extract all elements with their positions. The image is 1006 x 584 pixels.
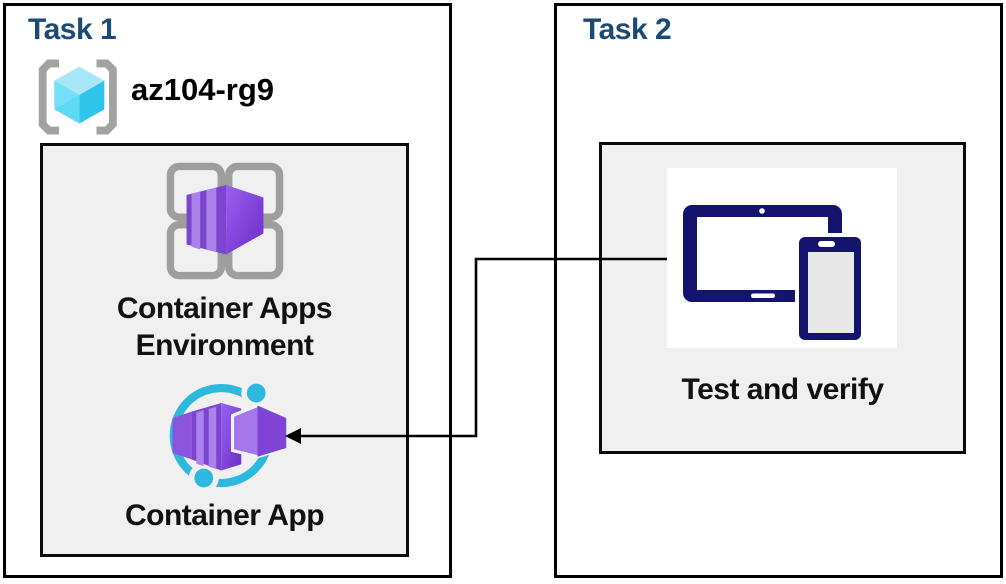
container-app-icon: [169, 378, 288, 493]
device-icon-background: [667, 168, 897, 348]
container-app-label: Container App: [124, 499, 325, 532]
phone-screen: [808, 252, 854, 333]
container-apps-environment-label: Container Apps Environment: [116, 292, 333, 362]
right-bracket-shape: [96, 59, 117, 135]
task2-title: Task 2: [583, 13, 672, 46]
resource-group-name: az104-rg9: [131, 72, 275, 107]
cyan-dot-top: [246, 383, 266, 403]
tablet-home-bar: [751, 293, 775, 298]
container-apps-environment-icon: [166, 162, 284, 280]
cyan-dot-bottom: [194, 468, 214, 488]
left-bracket-shape: [38, 59, 60, 135]
task1-title: Task 1: [28, 13, 117, 46]
phone-speaker: [818, 241, 835, 247]
tablet-camera: [759, 208, 765, 214]
test-and-verify-label: Test and verify: [681, 373, 884, 406]
tablet-phone-icon: [683, 205, 865, 344]
resource-group-icon: [38, 59, 117, 135]
